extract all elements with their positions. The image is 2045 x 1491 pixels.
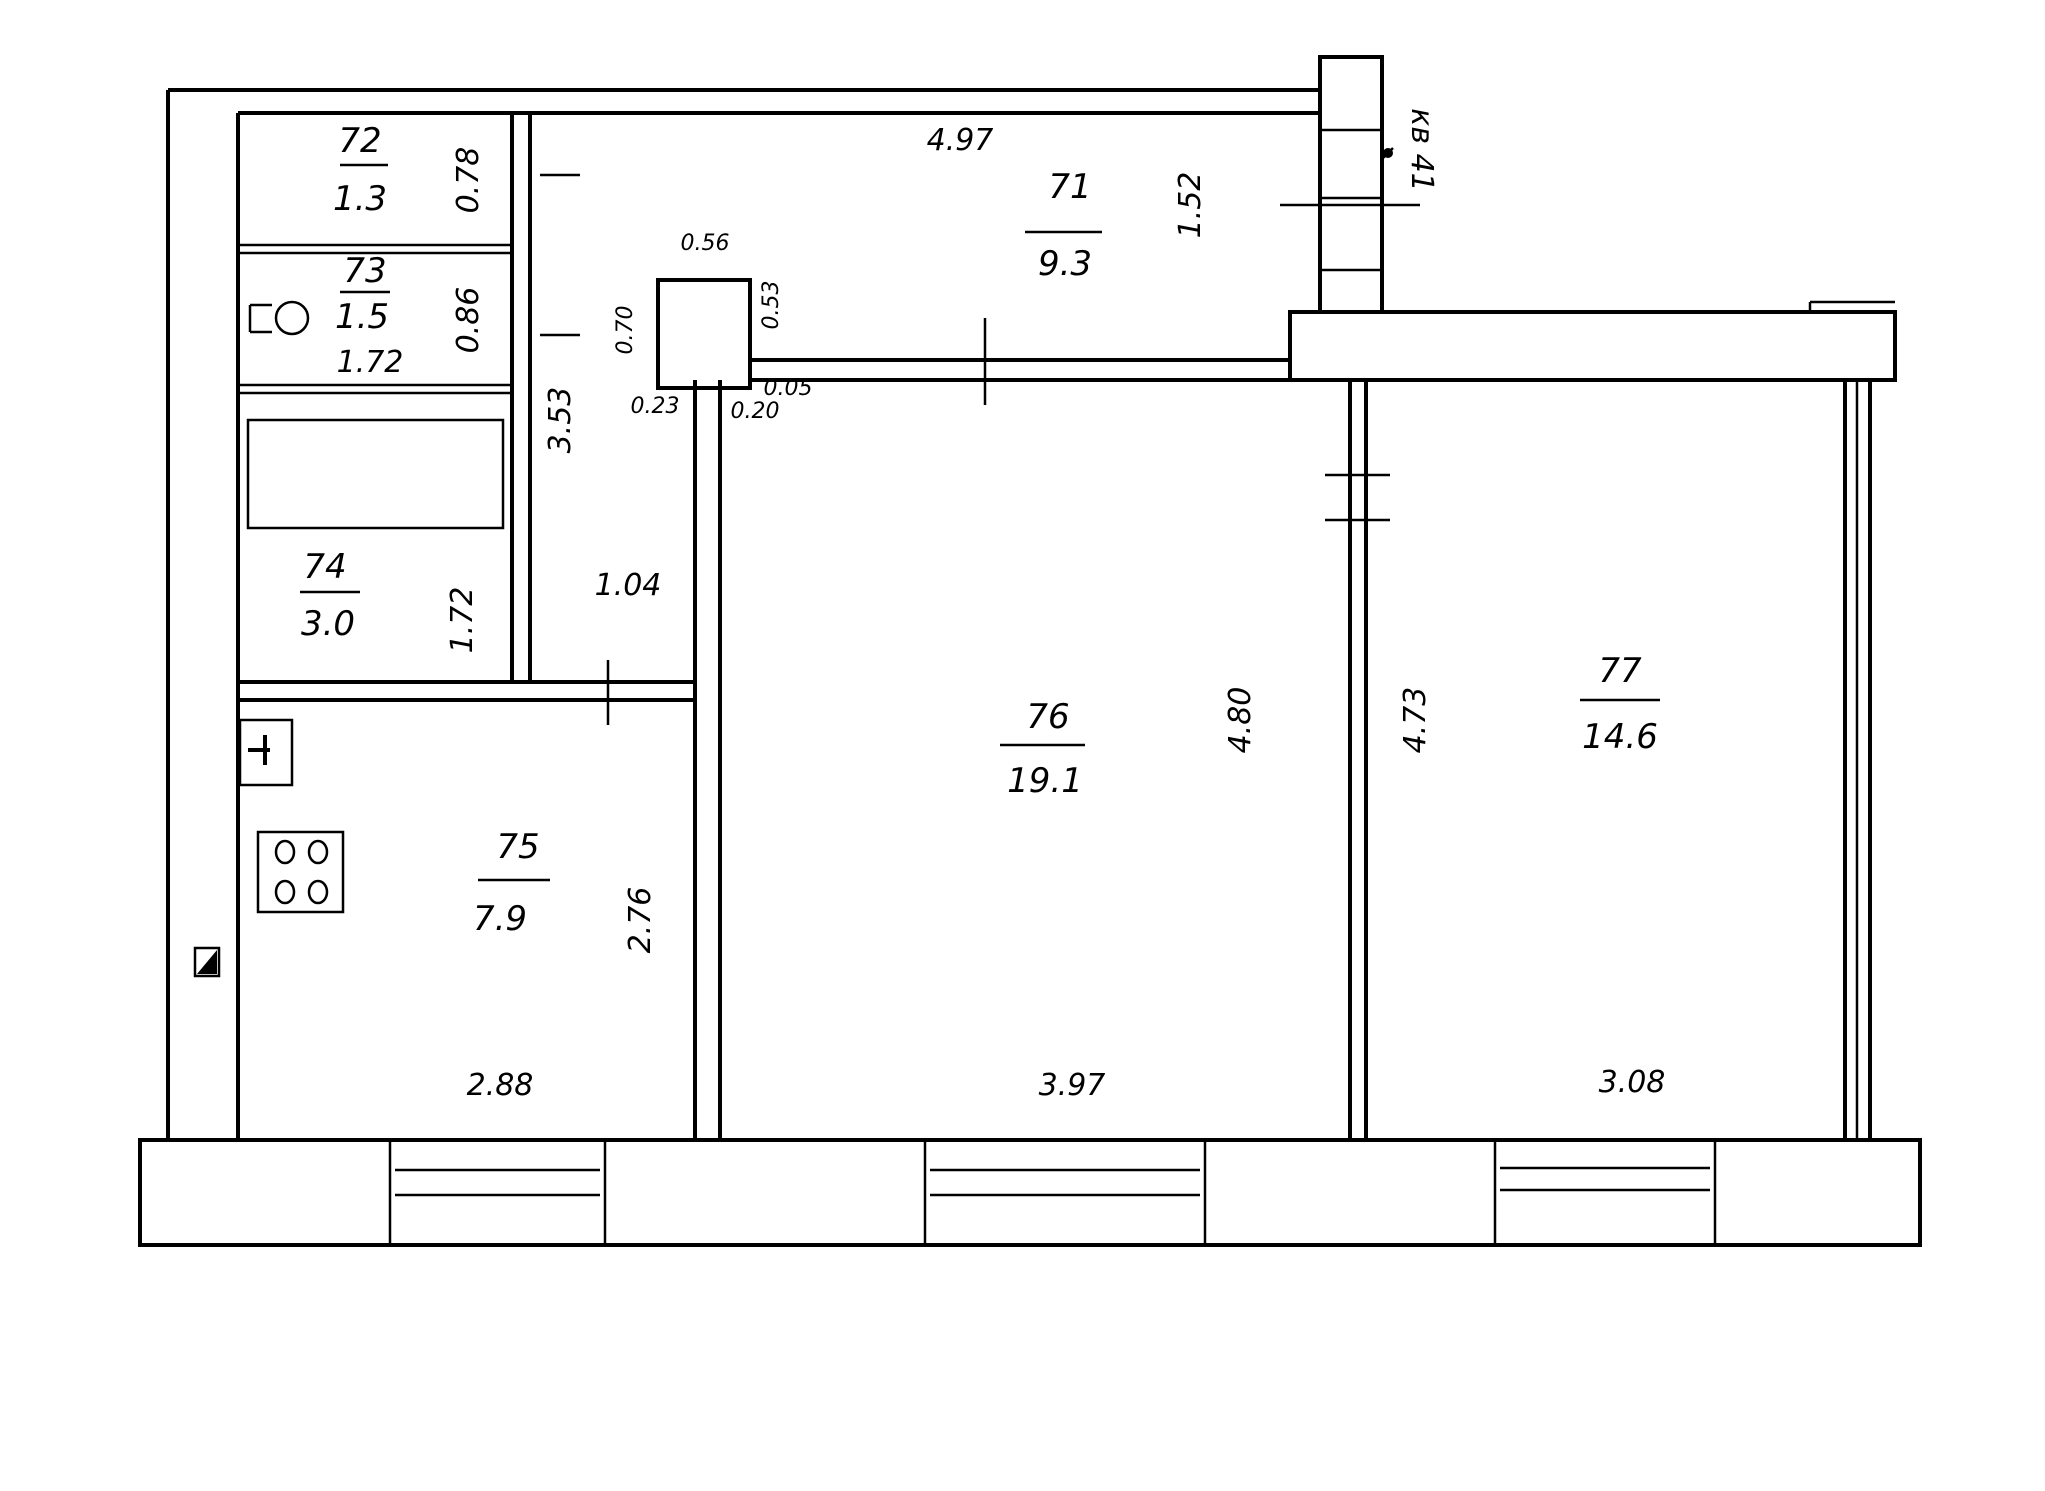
dim-shaft-bottom-right: 0.05	[764, 376, 813, 401]
room-75: 75 7.9	[473, 827, 550, 939]
room-number: 72	[338, 121, 381, 161]
room-number: 71	[1048, 167, 1091, 207]
room-area: 1.5	[335, 297, 389, 337]
room-area: 7.9	[473, 899, 527, 939]
dim-room76-depth: 4.80	[1223, 687, 1258, 754]
room-area: 19.1	[1007, 761, 1083, 801]
room-area: 1.3	[333, 179, 387, 219]
room-number: 76	[1026, 697, 1069, 737]
dim-bath-width: 0.86	[451, 287, 486, 354]
dim-room76-width: 3.97	[1039, 1068, 1106, 1103]
dim-wc-width: 0.78	[451, 147, 486, 214]
dim-bath-length: 1.72	[337, 345, 404, 380]
entrance-marker-icon	[1382, 147, 1394, 159]
dim-store-height: 1.72	[445, 587, 480, 654]
meter-icon	[193, 946, 221, 978]
dim-shaft-right: 0.53	[759, 281, 784, 330]
room-71: 71 9.3	[1025, 167, 1102, 284]
dim-shaft-bottom: 0.20	[731, 399, 780, 424]
inner-walls	[238, 113, 1420, 1140]
room-number: 73	[343, 251, 386, 291]
room-73: 73 1.5	[335, 251, 390, 337]
fixtures	[193, 147, 1394, 978]
dimension-labels: 4.97 1.52 0.78 0.86 1.72 3.53 1.04 1.72 …	[337, 108, 1666, 1103]
room-number: 77	[1598, 651, 1642, 691]
dim-shaft-top: 0.56	[681, 231, 730, 256]
dim-hall-width: 1.52	[1173, 172, 1208, 239]
room-number: 74	[303, 547, 346, 587]
outer-walls	[138, 55, 1922, 1247]
dim-hall-length: 4.97	[927, 123, 994, 158]
room-area: 14.6	[1582, 717, 1658, 757]
room-area: 9.3	[1038, 244, 1092, 284]
room-number: 75	[496, 827, 539, 867]
dim-kitchen-depth: 2.76	[623, 887, 658, 954]
room-labels: 72 1.3 73 1.5 74 3.0 75 7.9 76 19.1 77 1…	[300, 121, 1660, 939]
room-area: 3.0	[301, 604, 355, 644]
dim-room77-depth: 4.73	[1398, 687, 1433, 754]
room-77: 77 14.6	[1580, 651, 1660, 757]
room-72: 72 1.3	[333, 121, 388, 219]
room-76: 76 19.1	[1000, 697, 1085, 801]
dim-corridor-length: 3.53	[543, 387, 578, 454]
dim-kitchen-width: 2.88	[467, 1068, 534, 1103]
sink-icon	[238, 718, 294, 787]
dim-shaft-bottom-left: 0.23	[631, 394, 680, 419]
toilet-icon	[248, 300, 310, 336]
room-74: 74 3.0	[300, 547, 360, 644]
dim-room77-width: 3.08	[1599, 1065, 1666, 1100]
dim-store-width: 1.04	[595, 568, 662, 603]
dim-shaft-left: 0.70	[613, 306, 638, 355]
stove-icon	[256, 830, 345, 914]
apartment-label: кв 41	[1404, 108, 1439, 192]
